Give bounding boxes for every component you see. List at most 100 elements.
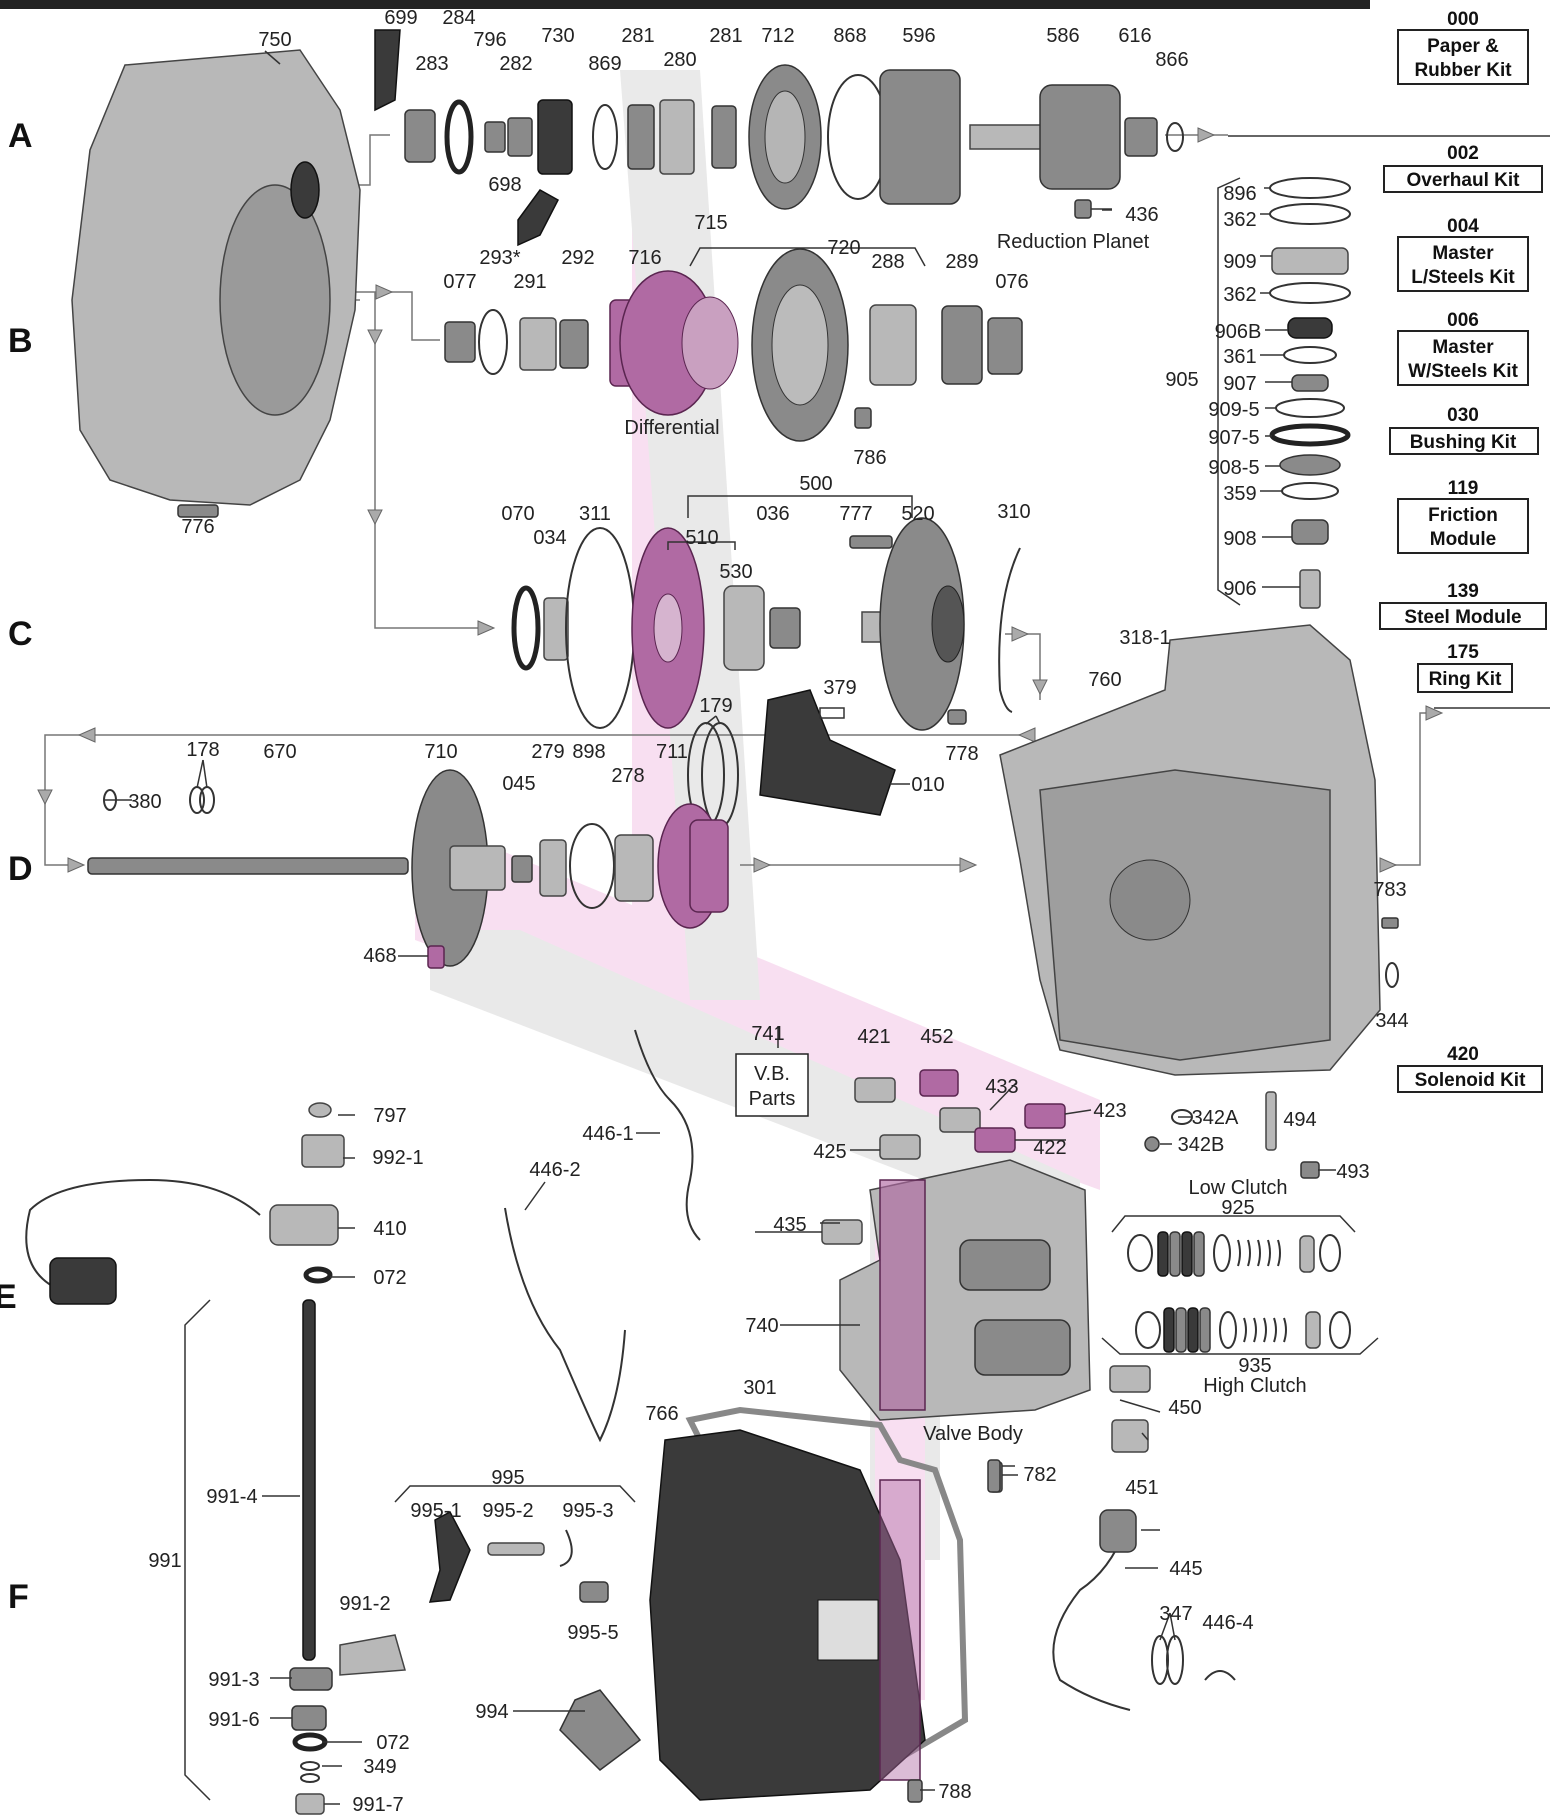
part-number: 493 — [1336, 1161, 1369, 1183]
kit-name: Module — [1430, 529, 1497, 550]
case-760 — [999, 624, 1399, 1076]
part-number: 715 — [694, 212, 727, 234]
part-number: 494 — [1283, 1109, 1316, 1131]
solenoids — [821, 1069, 1320, 1245]
kit-legend: 000 Paper & Rubber Kit 002 Overhaul Kit … — [1228, 9, 1550, 1093]
part-number: 991 — [148, 1550, 181, 1572]
part-number: 036 — [756, 503, 789, 525]
part-number: 342A — [1192, 1107, 1239, 1129]
part-number: 991-4 — [206, 1486, 257, 1508]
part-number: 034 — [533, 527, 566, 549]
caption-vb-parts-line2: Parts — [749, 1088, 796, 1110]
caption-high-clutch: High Clutch — [1203, 1375, 1306, 1397]
part-number: 423 — [1093, 1100, 1126, 1122]
part-number: 410 — [373, 1218, 406, 1240]
kit-name: Overhaul Kit — [1407, 170, 1521, 191]
part-number: 278 — [611, 765, 644, 787]
part-number: 995 — [491, 1467, 524, 1489]
part-number: 520 — [901, 503, 934, 525]
part-number: 347 — [1159, 1603, 1192, 1625]
servo-stack-905 — [1217, 177, 1351, 609]
part-number: 451 — [1125, 1477, 1158, 1499]
part-number: 898 — [572, 741, 605, 763]
kit-code: 006 — [1447, 310, 1479, 331]
part-number: 994 — [475, 1701, 508, 1723]
part-number: 359 — [1223, 483, 1256, 505]
part-number: 699 — [384, 7, 417, 29]
parts-row-d — [87, 769, 729, 969]
leader-lines — [104, 50, 1336, 1805]
part-number: 796 — [473, 29, 506, 51]
part-number: 995-2 — [482, 1500, 533, 1522]
part-number: 730 — [541, 25, 574, 47]
part-number: 778 — [945, 743, 978, 765]
part-number: 909 — [1223, 251, 1256, 273]
part-number: 361 — [1223, 346, 1256, 368]
part-number: 995-5 — [567, 1622, 618, 1644]
part-number: 446-1 — [582, 1123, 633, 1145]
kit-name: Master — [1432, 243, 1494, 264]
part-number: 907 — [1223, 373, 1256, 395]
part-number: 288 — [871, 251, 904, 273]
part-number: 868 — [833, 25, 866, 47]
part-number: 344 — [1375, 1010, 1408, 1032]
part-number: 740 — [745, 1315, 778, 1337]
kit-name: Friction — [1428, 505, 1498, 526]
part-number: 925 — [1221, 1197, 1254, 1219]
kit-code: 420 — [1447, 1044, 1479, 1065]
part-number: 349 — [363, 1756, 396, 1778]
case-750 — [71, 49, 361, 506]
part-number: 070 — [501, 503, 534, 525]
row-label-f: F — [8, 1578, 29, 1616]
part-number: 435 — [773, 1214, 806, 1236]
clutch-packs — [1101, 1215, 1379, 1355]
kit-name: Bushing Kit — [1410, 432, 1517, 453]
part-number: 741 — [751, 1023, 784, 1045]
part-number: 935 — [1238, 1355, 1271, 1377]
part-number: 760 — [1088, 669, 1121, 691]
part-number: 292 — [561, 247, 594, 269]
part-number: 869 — [588, 53, 621, 75]
part-number: 421 — [857, 1026, 890, 1048]
row-label-e: E — [0, 1278, 17, 1316]
part-number: 616 — [1118, 25, 1151, 47]
kit-name: Ring Kit — [1429, 669, 1502, 690]
part-number: 077 — [443, 271, 476, 293]
part-number: 991-7 — [352, 1794, 403, 1816]
caption-reduction-planet: Reduction Planet — [997, 231, 1150, 253]
kit-name: Steel Module — [1404, 607, 1521, 628]
parts-row-c — [511, 517, 1021, 731]
top-rule — [0, 0, 1370, 9]
part-number: 445 — [1169, 1558, 1202, 1580]
part-number: 380 — [128, 791, 161, 813]
part-number: 710 — [424, 741, 457, 763]
part-number: 991-2 — [339, 1593, 390, 1615]
part-number: 750 — [258, 29, 291, 51]
part-number: 379 — [823, 677, 856, 699]
part-number: 716 — [628, 247, 661, 269]
part-number: 283 — [415, 53, 448, 75]
part-number: 072 — [373, 1267, 406, 1289]
part-number: 908-5 — [1208, 457, 1259, 479]
part-number: 293* — [479, 247, 520, 269]
part-number: 450 — [1168, 1397, 1201, 1419]
kit-code: 119 — [1448, 478, 1479, 499]
part-labels: 750 699 284 283 796 282 730 869 281 280 … — [128, 7, 1408, 1816]
part-number: 310 — [997, 501, 1030, 523]
caption-vb-parts-line1: V.B. — [754, 1063, 790, 1085]
caption-low-clutch: Low Clutch — [1189, 1177, 1288, 1199]
part-number: 909-5 — [1208, 399, 1259, 421]
part-number: 010 — [911, 774, 944, 796]
part-number: 178 — [186, 739, 219, 761]
part-number: 991-3 — [208, 1669, 259, 1691]
part-number: 446-2 — [529, 1159, 580, 1181]
part-number: 720 — [827, 237, 860, 259]
part-number: 906 — [1223, 578, 1256, 600]
part-number: 446-4 — [1202, 1612, 1253, 1634]
part-number: 596 — [902, 25, 935, 47]
pan-766 — [649, 1406, 1001, 1803]
part-number: 698 — [488, 174, 521, 196]
part-number: 995-1 — [410, 1500, 461, 1522]
kit-code: 004 — [1447, 216, 1479, 237]
part-number: 777 — [839, 503, 872, 525]
